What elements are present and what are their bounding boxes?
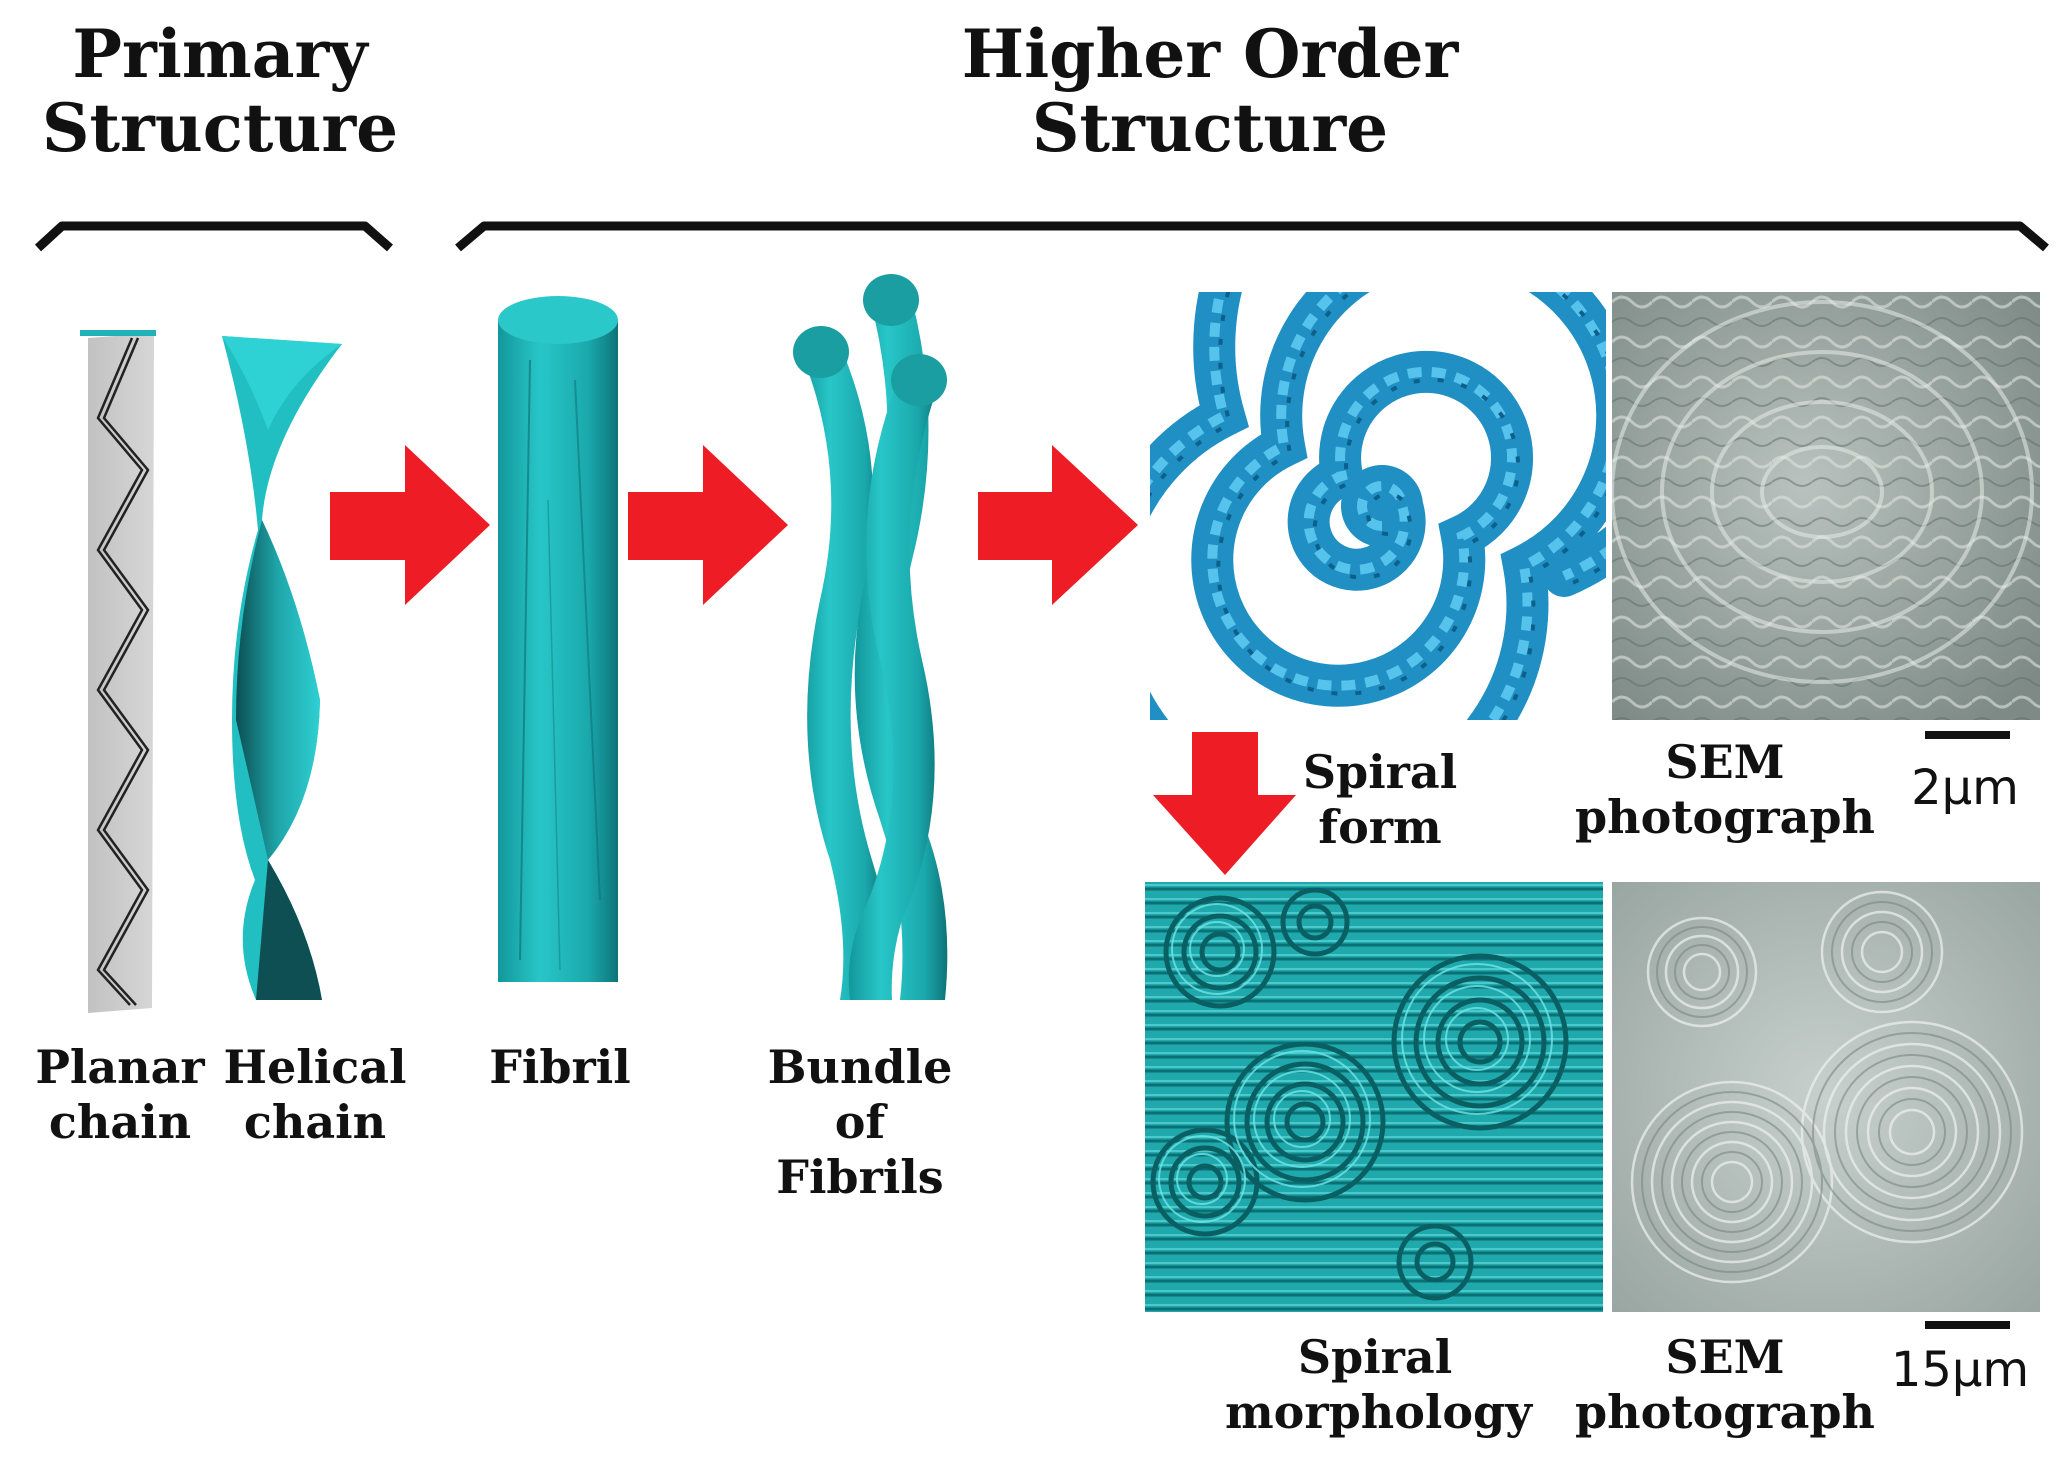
fibril-label: Fibril [470, 1040, 650, 1095]
label-line: Spiral [1302, 745, 1458, 799]
bundle-of-fibrils-graphic [793, 274, 948, 1000]
primary-structure-header: Primary Structure [20, 15, 420, 167]
label-line: photograph [1574, 1385, 1876, 1440]
spiral-form-label: Spiral form [1280, 745, 1480, 855]
sem-top-svg [1612, 292, 2040, 720]
spiral-morphology-svg [1145, 882, 1603, 1312]
arrow-1 [330, 445, 490, 605]
scale-bar-top [1925, 731, 2010, 739]
label-line: Spiral [1297, 1330, 1453, 1384]
higher-order-structure-header: Higher Order Structure [900, 15, 1520, 167]
bundle-of-fibrils-label: Bundle of Fibrils [760, 1040, 960, 1206]
higher-order-bracket [455, 221, 2049, 252]
helical-chain-graphic [222, 336, 342, 1000]
label-line: Fibril [489, 1040, 631, 1094]
helical-chain-label: Helical chain [215, 1040, 415, 1150]
label-line: SEM [1665, 1330, 1785, 1384]
label-line: Planar [35, 1040, 205, 1094]
sem-photograph-bottom-image [1612, 882, 2040, 1312]
spiral-rope-svg [1150, 292, 1606, 720]
header-line: Higher Order [961, 15, 1459, 93]
label-line: of [834, 1095, 886, 1150]
sem-photograph-top-label: SEM photograph [1560, 735, 1890, 845]
label-line: morphology [1225, 1385, 1532, 1440]
label-line: chain [243, 1095, 387, 1150]
planar-chain-graphic [80, 330, 156, 1013]
spiral-morphology-label: Spiral morphology [1225, 1330, 1532, 1440]
label-line: chain [48, 1095, 192, 1150]
spiral-morphology-image [1145, 882, 1603, 1312]
planar-chain-label: Planar chain [20, 1040, 220, 1150]
sem-photograph-bottom-label: SEM photograph [1560, 1330, 1890, 1440]
scale-bar-bottom-text: 15μm [1890, 1342, 2030, 1398]
header-line: Structure [1031, 88, 1389, 167]
label-line: Bundle [767, 1040, 953, 1094]
label-line: form [1318, 800, 1442, 855]
scale-bar-bottom [1925, 1321, 2010, 1329]
label-line: Fibrils [776, 1150, 944, 1205]
sem-bottom-svg [1612, 882, 2040, 1312]
scale-bar-top-text: 2μm [1911, 760, 2019, 816]
header-line: Structure [41, 88, 399, 167]
sem-photograph-top-image [1612, 292, 2040, 720]
header-line: Primary [72, 15, 368, 93]
arrow-2 [628, 445, 788, 605]
label-line: Helical [223, 1040, 407, 1094]
label-line: photograph [1574, 790, 1876, 845]
fibril-graphic [498, 296, 618, 982]
arrow-3 [978, 445, 1138, 605]
arrow-down [1153, 732, 1296, 875]
label-line: SEM [1665, 735, 1785, 789]
primary-bracket [34, 221, 393, 252]
spiral-form-image [1150, 292, 1606, 720]
